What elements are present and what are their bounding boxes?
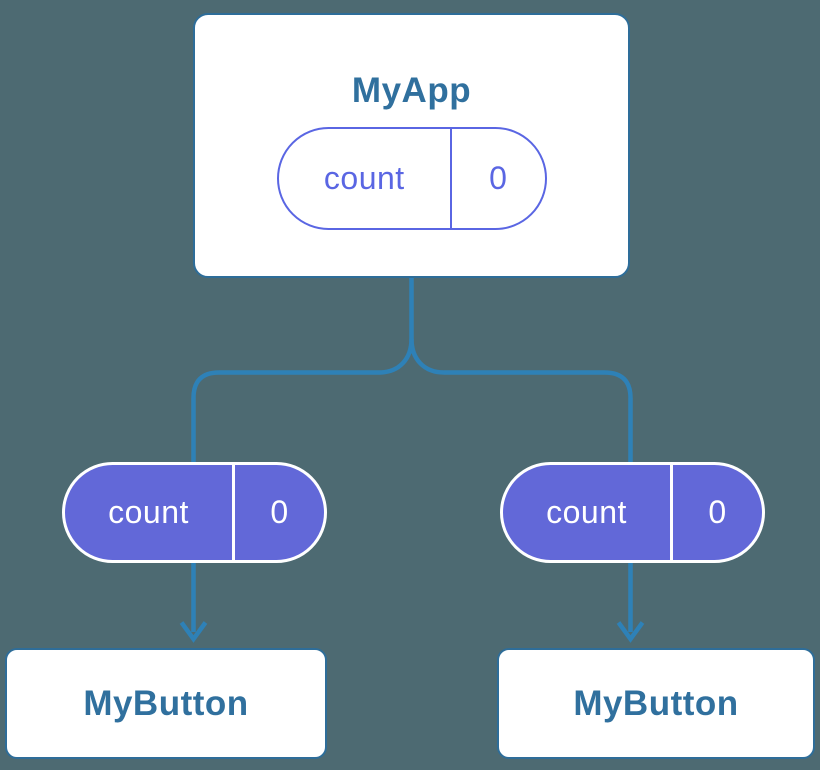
node-title: MyApp	[351, 71, 472, 110]
prop-value: 0	[670, 465, 762, 560]
arrowhead-left-icon	[179, 621, 208, 643]
component-node-child-left: MyButton	[5, 648, 327, 759]
prop-label: count	[108, 494, 189, 530]
arrowhead-right-icon	[616, 621, 645, 643]
state-value: 0	[450, 129, 544, 228]
prop-pill-left: count 0	[62, 462, 327, 563]
node-title: MyButton	[83, 684, 249, 723]
component-node-child-right: MyButton	[497, 648, 815, 759]
prop-label: count	[546, 494, 627, 530]
prop-pill-right: count 0	[500, 462, 765, 563]
state-pill-root: count 0	[276, 127, 547, 230]
connector-branch-right	[409, 338, 633, 632]
connector-branch-left	[191, 338, 414, 632]
component-node-root: MyApp count 0	[193, 13, 630, 278]
state-label: count	[323, 160, 405, 196]
prop-value: 0	[232, 465, 324, 560]
node-title: MyButton	[573, 684, 739, 723]
